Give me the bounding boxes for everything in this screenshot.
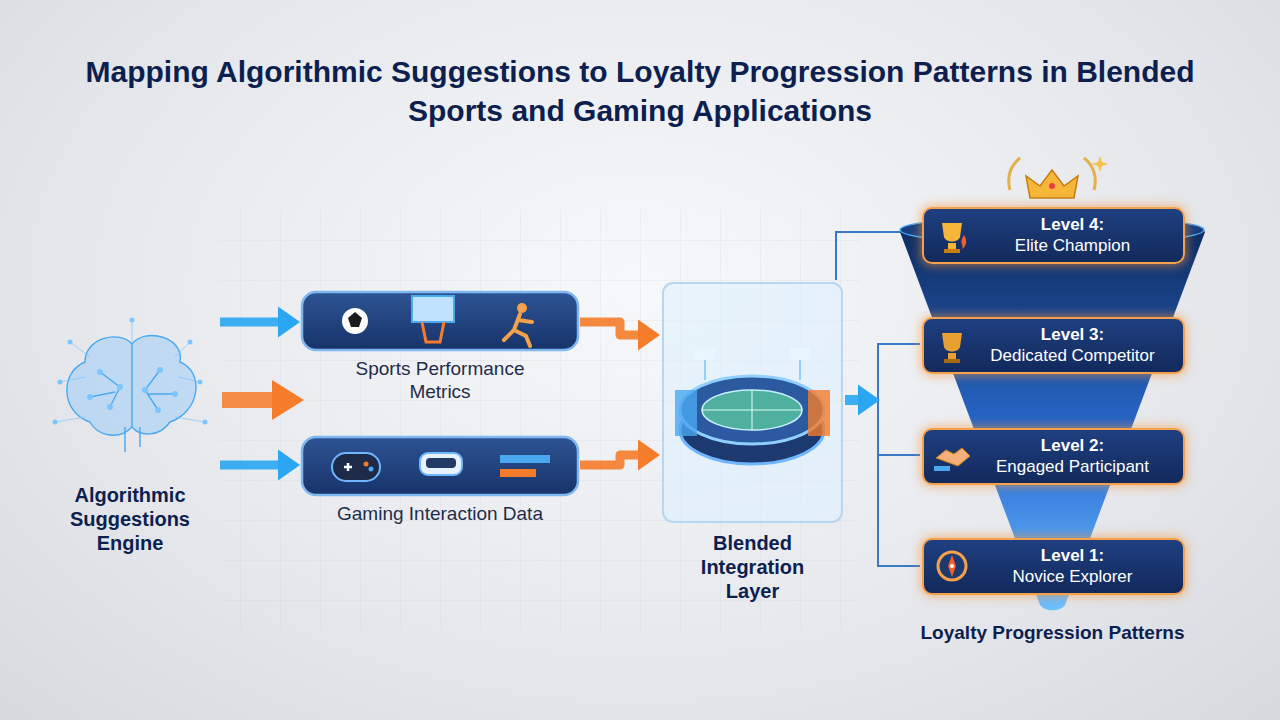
level-icon (932, 215, 972, 255)
level-box: Level 1:Novice Explorer (922, 538, 1185, 595)
panel-node: Gaming Interaction Data (300, 435, 580, 526)
level-name: Novice Explorer (972, 566, 1173, 587)
panel-node: Sports Performance Metrics (300, 290, 580, 404)
diagram-title: Mapping Algorithmic Suggestions to Loyal… (85, 52, 1195, 130)
connector-arrow (580, 440, 660, 471)
funnel-node: Loyalty Progression Patterns Level 4:Elit… (880, 150, 1225, 680)
brain-node: Algorithmic Suggestions Engine (40, 312, 220, 555)
brain-icon (40, 312, 220, 477)
node-label: Gaming Interaction Data (335, 503, 545, 526)
connector-arrow (845, 385, 880, 416)
level-icon (932, 325, 972, 365)
orange-arrow (222, 380, 304, 420)
node-label: Algorithmic Suggestions Engine (40, 483, 220, 555)
level-heading: Level 3: (972, 324, 1173, 345)
panel-shape (300, 435, 580, 497)
level-icon (932, 436, 972, 476)
level-name: Elite Champion (972, 235, 1173, 256)
level-name: Engaged Participant (972, 456, 1173, 477)
connector-arrow (580, 320, 660, 351)
level-heading: Level 1: (972, 545, 1173, 566)
bracket-lines (836, 232, 920, 566)
glass-node: Blended Integration Layer (660, 280, 845, 603)
level-box: Level 3:Dedicated Competitor (922, 317, 1185, 374)
level-heading: Level 2: (972, 435, 1173, 456)
integration-panel (660, 280, 845, 525)
node-label: Sports Performance Metrics (335, 358, 545, 404)
connector-arrow (220, 307, 300, 338)
level-heading: Level 4: (972, 214, 1173, 235)
level-icon (932, 546, 972, 586)
node-label: Loyalty Progression Patterns (880, 622, 1225, 645)
node-label: Blended Integration Layer (678, 531, 828, 603)
panel-shape (300, 290, 580, 352)
crown-icon (1009, 156, 1108, 198)
level-box: Level 4:Elite Champion (922, 207, 1185, 264)
level-name: Dedicated Competitor (972, 345, 1173, 366)
connector-arrow (220, 450, 300, 481)
grid (220, 210, 860, 630)
level-box: Level 2:Engaged Participant (922, 428, 1185, 485)
